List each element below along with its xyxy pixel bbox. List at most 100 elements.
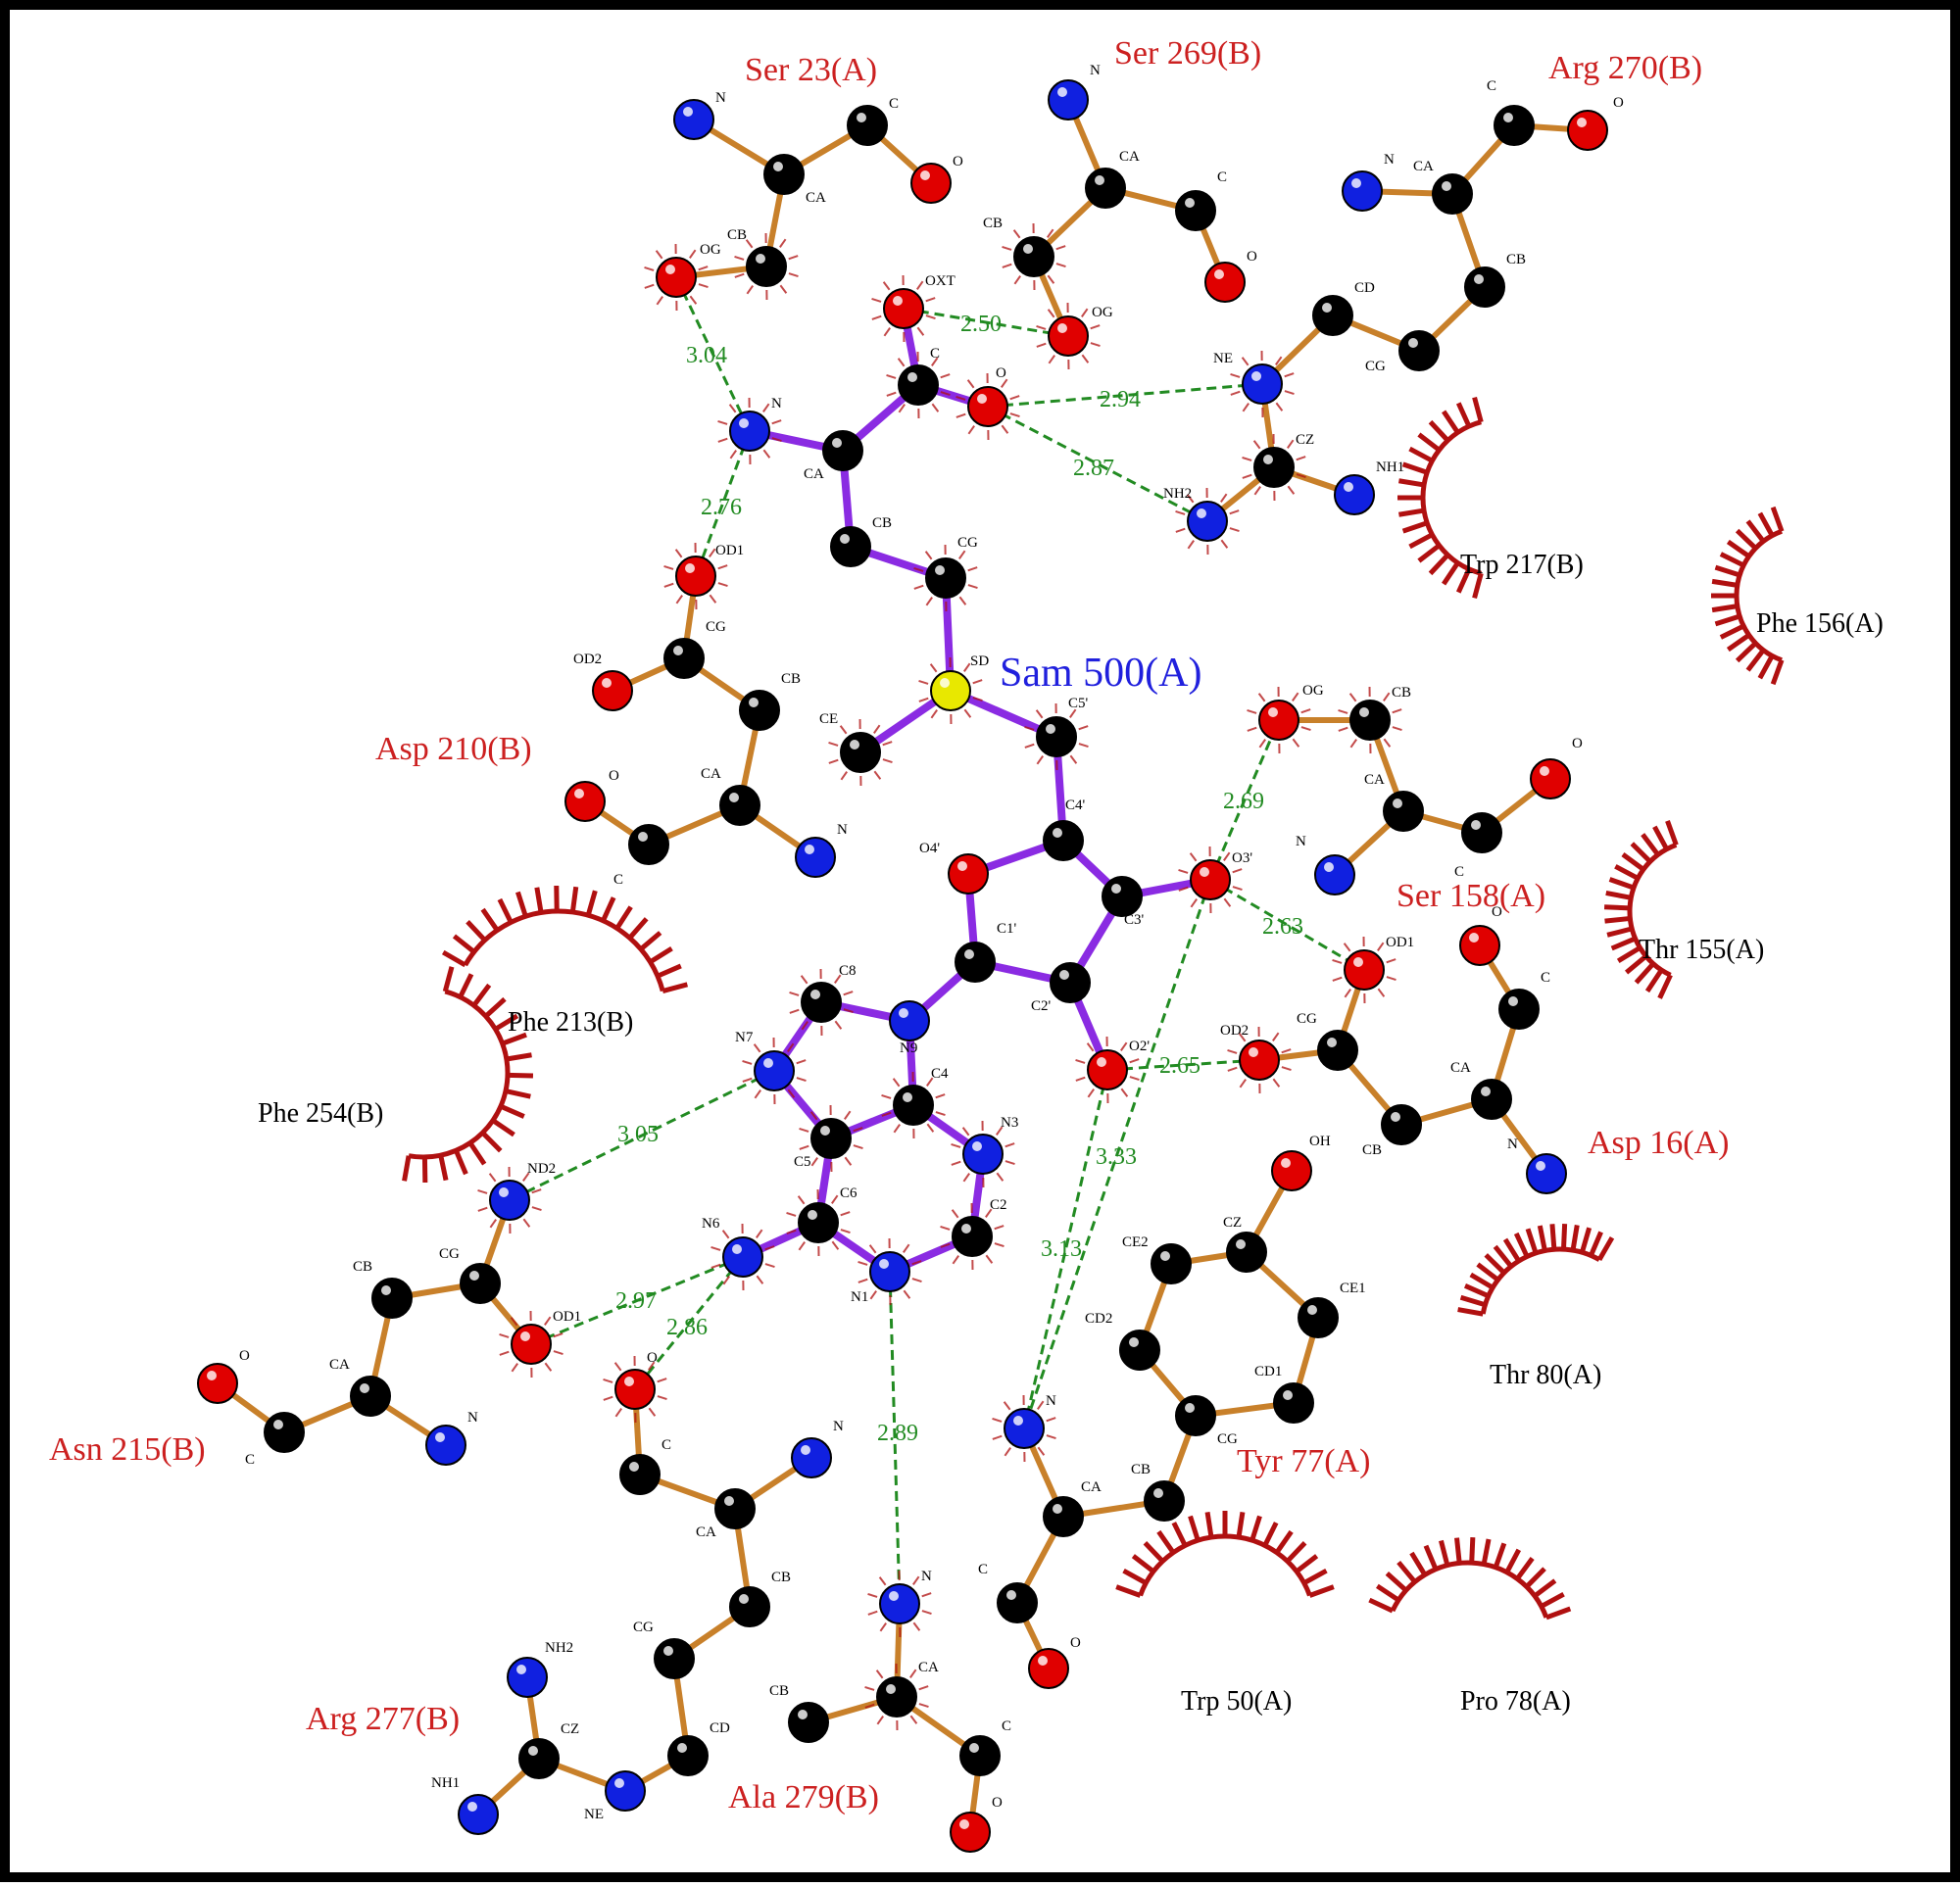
carbon-atom <box>960 1736 1000 1775</box>
atom-label: NH2 <box>545 1640 573 1656</box>
atom-highlight <box>969 1743 979 1753</box>
carbon-atom <box>894 1086 933 1125</box>
atom-label: CB <box>353 1259 372 1275</box>
residue-label-asp210: Asp 210(B) <box>375 731 532 767</box>
atom-label: CG <box>706 619 726 635</box>
atom-label: NE <box>1213 351 1233 366</box>
carbon-atom <box>1044 1497 1083 1536</box>
hbond-distance: 2.87 <box>1073 456 1114 481</box>
atom-label: OXT <box>925 273 956 289</box>
atom-highlight <box>820 1126 830 1136</box>
nitrogen-atom <box>870 1252 909 1291</box>
atom-label: N <box>833 1419 844 1434</box>
atom-highlight <box>520 1331 530 1341</box>
atom-highlight <box>1577 118 1587 127</box>
atom-label: CB <box>1131 1462 1151 1477</box>
carbon-atom <box>811 1119 851 1158</box>
atom-highlight <box>1249 1047 1258 1057</box>
atom-highlight <box>629 1462 639 1472</box>
atom-label: N <box>921 1569 932 1584</box>
atom-highlight <box>685 563 695 573</box>
carbon-atom <box>664 639 704 678</box>
atom-label: CA <box>1450 1060 1471 1076</box>
atom-label: N <box>1507 1137 1518 1152</box>
atom-highlight <box>1200 867 1209 877</box>
residue-label-asp16: Asp 16(A) <box>1588 1125 1729 1161</box>
oxygen-atom <box>1240 1040 1279 1080</box>
carbon-atom <box>668 1736 708 1775</box>
atom-label: CD <box>1354 280 1375 296</box>
carbon-atom <box>715 1489 755 1528</box>
atom-label: CD <box>710 1720 730 1736</box>
atom-highlight <box>1283 1390 1293 1400</box>
ligand-label: Sam 500(A) <box>1000 651 1201 696</box>
atom-label: C2' <box>1031 998 1052 1014</box>
atom-highlight <box>435 1432 445 1442</box>
atom-label: N <box>837 822 848 838</box>
carbon-atom <box>1384 792 1423 831</box>
atom-highlight <box>724 1496 734 1506</box>
atom-highlight <box>1268 707 1278 717</box>
atom-label: C <box>930 346 940 362</box>
nitrogen-atom <box>1527 1154 1566 1193</box>
atom-label: ND2 <box>527 1161 556 1177</box>
hbond-distance: 2.97 <box>615 1288 657 1314</box>
atom-label: N9 <box>900 1040 917 1056</box>
oxygen-atom <box>565 782 605 821</box>
carbon-atom <box>655 1639 694 1678</box>
hbond-distance: 2.63 <box>1262 914 1303 940</box>
carbon-atom <box>1433 174 1472 214</box>
atom-highlight <box>499 1187 509 1197</box>
carbon-atom <box>265 1413 304 1452</box>
carbon-atom <box>1014 237 1054 276</box>
atom-highlight <box>1057 323 1067 333</box>
atom-label: CG <box>439 1246 460 1262</box>
atom-highlight <box>959 1819 969 1829</box>
atom-highlight <box>1324 862 1334 872</box>
atom-label: CD2 <box>1085 1311 1112 1327</box>
residue-label-arg270: Arg 270(B) <box>1548 50 1702 86</box>
atom-label: CZ <box>561 1721 579 1737</box>
atom-label: CB <box>771 1570 791 1585</box>
atom-label: CG <box>957 535 978 551</box>
atom-label: OG <box>1092 305 1113 320</box>
atom-label: O <box>953 154 963 169</box>
atom-highlight <box>683 107 693 117</box>
atom-highlight <box>920 170 930 180</box>
carbon-atom <box>1051 963 1090 1002</box>
atom-label: SD <box>970 653 989 669</box>
nitrogen-atom <box>1315 855 1354 895</box>
carbon-atom <box>789 1703 828 1742</box>
nitrogen-atom <box>755 1051 794 1090</box>
hydrophobic-label-trp217: Trp 217(B) <box>1460 550 1584 580</box>
residue-label-tyr77: Tyr 77(A) <box>1237 1443 1370 1479</box>
carbon-atom <box>953 1217 992 1256</box>
carbon-atom <box>998 1583 1037 1622</box>
atom-label: N <box>1046 1393 1056 1409</box>
atom-highlight <box>1038 1656 1048 1666</box>
hydrophobic-label-phe254: Phe 254(B) <box>258 1098 383 1129</box>
atom-highlight <box>1393 798 1402 808</box>
atom-highlight <box>1053 1504 1062 1514</box>
carbon-atom <box>764 155 804 194</box>
nitrogen-atom <box>508 1658 547 1697</box>
atom-label: OH <box>1309 1134 1331 1149</box>
atom-label: CD1 <box>1254 1364 1282 1379</box>
carbon-atom <box>1494 106 1534 145</box>
oxygen-atom <box>1049 316 1088 356</box>
atom-label: CG <box>633 1620 654 1635</box>
atom-highlight <box>935 565 945 575</box>
atom-highlight <box>1408 338 1418 348</box>
atom-label: CA <box>329 1357 350 1373</box>
atom-label: O <box>609 768 619 784</box>
atom-label: OD1 <box>715 543 744 558</box>
carbon-atom <box>1227 1233 1266 1272</box>
atom-highlight <box>1471 820 1481 830</box>
atom-label: OG <box>700 242 721 258</box>
atom-highlight <box>798 1710 808 1719</box>
atom-highlight <box>1322 303 1332 313</box>
atom-label: CA <box>806 190 826 206</box>
carbon-atom <box>1462 813 1501 852</box>
atom-highlight <box>940 678 950 688</box>
